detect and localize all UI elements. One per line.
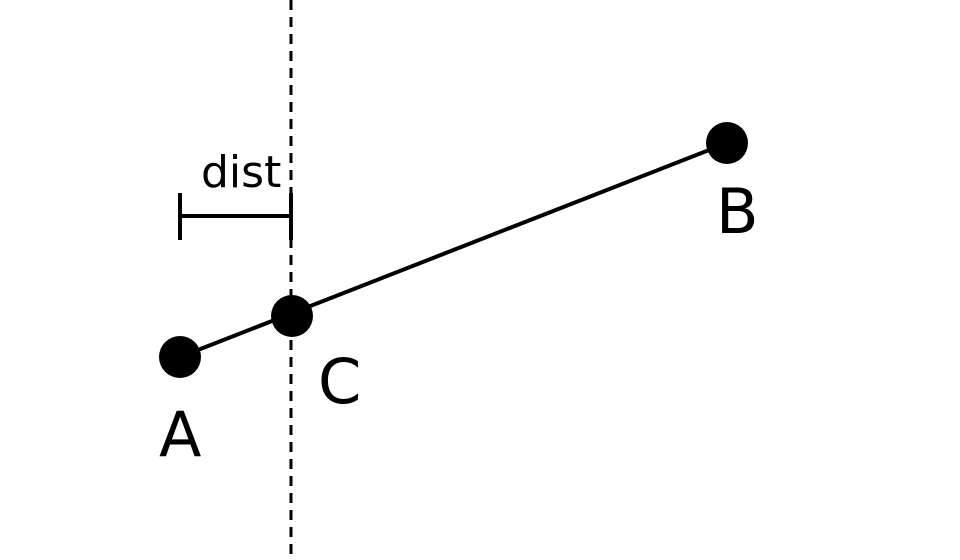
- point-a: [159, 336, 201, 378]
- point-c: [271, 295, 313, 337]
- label-c: C: [318, 345, 361, 418]
- label-b: B: [716, 175, 759, 248]
- segment-ab: [179, 141, 728, 359]
- point-b: [706, 122, 748, 164]
- label-a: A: [159, 398, 201, 471]
- dist-label: dist: [201, 147, 281, 198]
- dist-bracket: [178, 193, 293, 240]
